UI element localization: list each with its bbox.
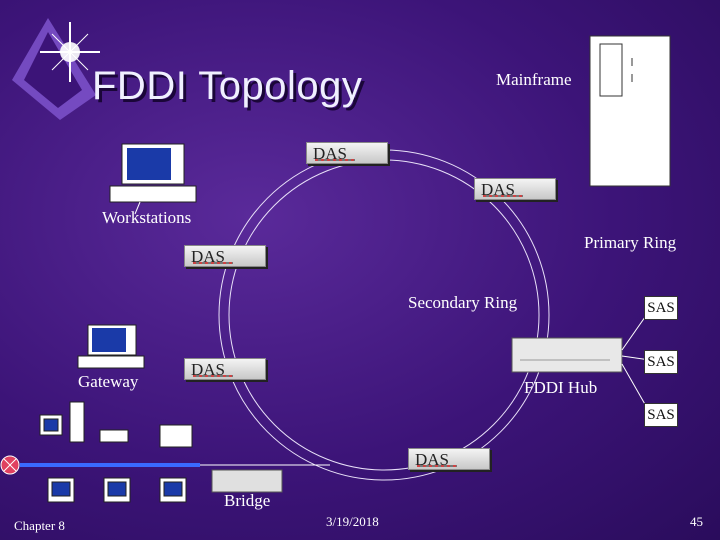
mainframe-icon — [589, 35, 671, 187]
sas-node: SAS — [644, 296, 678, 320]
fddi-hub-icon — [511, 337, 623, 373]
primary-ring-label: Primary Ring — [584, 233, 677, 252]
mainframe-label: Mainframe — [496, 70, 572, 89]
das-node: DAS — [474, 178, 556, 200]
secondary-ring — [228, 159, 540, 471]
footer-chapter: Chapter 8 — [14, 518, 65, 533]
bridge-label: Bridge — [224, 491, 271, 510]
sas-node: SAS — [644, 350, 678, 374]
lan-terminator-icon — [0, 455, 20, 475]
das-node: DAS — [408, 448, 490, 470]
star-logo-icon — [12, 18, 100, 120]
gateway-label: Gateway — [78, 372, 139, 391]
footer-page-number: 45 — [690, 514, 703, 529]
workstation-computer-icon — [109, 143, 197, 215]
secondary-ring-label: Secondary Ring — [408, 293, 518, 312]
workstations-label: Workstations — [102, 208, 192, 227]
gateway-computer-icon — [77, 324, 145, 369]
sas-node: SAS — [644, 403, 678, 427]
footer-date: 3/19/2018 — [326, 514, 379, 529]
das-node: DAS — [306, 142, 388, 164]
slide-title: FDDI Topology — [92, 64, 363, 108]
bridge-icon — [211, 469, 283, 493]
lan-pc-icon — [39, 401, 193, 503]
das-node: DAS — [184, 358, 266, 380]
das-node: DAS — [184, 245, 266, 267]
fddi-hub-label: FDDI Hub — [524, 378, 598, 397]
